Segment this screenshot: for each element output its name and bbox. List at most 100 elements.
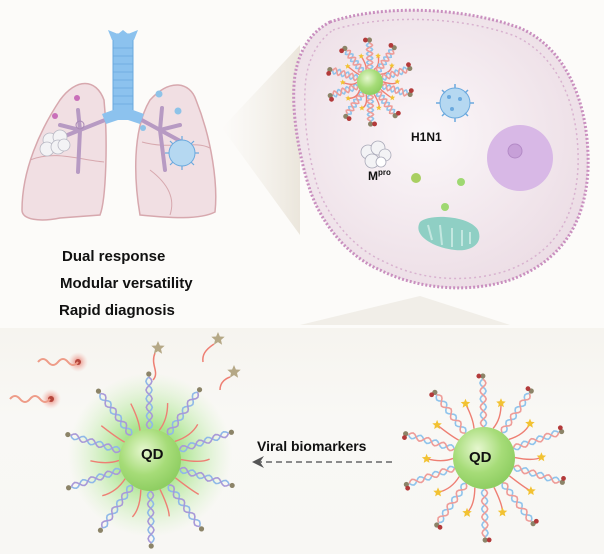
signal-strand (508, 423, 531, 441)
dna-strand (145, 376, 154, 430)
dna-strand (366, 94, 375, 122)
signal-strand (436, 424, 460, 441)
quencher-bead (482, 537, 488, 543)
star-icon (526, 486, 536, 496)
zoom-beam-bottom (300, 296, 510, 325)
free-strand (152, 352, 157, 381)
star-icon (432, 419, 442, 429)
star-icon (358, 53, 365, 59)
free-strand (202, 343, 215, 363)
quencher-bead (327, 92, 333, 99)
star-icon (536, 452, 547, 462)
star-icon (496, 398, 506, 408)
quencher-bead-red (408, 88, 414, 93)
zoom-beam (222, 45, 300, 235)
quencher-bead (198, 526, 205, 532)
dna-strand (365, 42, 374, 70)
star-icon (497, 507, 508, 517)
arrow-head-icon (252, 456, 264, 468)
dna-strand (332, 67, 359, 82)
quencher-bead-red (326, 71, 332, 76)
dna-strand (179, 466, 230, 487)
star-icon (394, 78, 401, 84)
quencher-bead (95, 388, 102, 394)
left-lung (21, 82, 107, 221)
quencher-bead (403, 481, 409, 488)
dna-strand (166, 392, 200, 435)
qd-label-right: QD (469, 449, 492, 466)
signal-strand (174, 477, 200, 495)
h1n1-label: H1N1 (411, 130, 442, 144)
mitochondrion (418, 216, 480, 251)
star-icon (389, 94, 396, 101)
quencher-bead-red (388, 42, 394, 48)
signal-strand (466, 487, 476, 514)
quencher-bead-red (395, 110, 401, 116)
qd-probe-cell (326, 37, 414, 127)
star-icon (375, 52, 381, 59)
small-viruses-lung (140, 90, 182, 131)
quencher-bead (229, 482, 235, 489)
star-icon (151, 341, 165, 354)
virus-lung (165, 136, 199, 170)
quantum-dot (453, 427, 515, 489)
quencher-bead (559, 479, 565, 485)
quencher-bead (228, 429, 235, 435)
signal-strand (180, 458, 210, 463)
star-icon (421, 453, 432, 463)
quencher-bead (407, 65, 413, 72)
dna-strand (70, 469, 122, 488)
dna-strand (345, 92, 365, 115)
mpro-label: Mpro (368, 168, 391, 183)
dna-strand (437, 483, 468, 523)
dna-strand (178, 432, 230, 451)
star-icon (462, 507, 472, 517)
quantum-dot (119, 429, 181, 491)
signal-strand (464, 403, 475, 429)
dna-strand (381, 82, 408, 97)
nucleolus (507, 143, 523, 159)
cell-illustration (292, 8, 590, 290)
dna-strand (146, 490, 155, 544)
nucleus (487, 125, 553, 191)
quencher-bead (366, 37, 373, 43)
quencher-bead-red (405, 485, 411, 491)
dna-strand (377, 91, 394, 115)
signal-strand (131, 489, 142, 518)
signal-strand (342, 81, 358, 85)
star-icon (525, 418, 535, 428)
quencher-bead (367, 121, 374, 127)
lungs-illustration (21, 30, 217, 221)
signal-strand (493, 487, 504, 513)
quencher-bead (65, 485, 72, 491)
quencher-bead (65, 431, 71, 438)
star-icon (211, 332, 225, 345)
dna-strand (100, 392, 132, 436)
star-icon (460, 398, 471, 408)
quencher-bead (196, 387, 203, 393)
signal-strand (437, 476, 460, 494)
mpro-sup: pro (378, 168, 391, 177)
dna-strand (70, 433, 121, 454)
star-icon (339, 79, 346, 85)
protease-cluster-lung (39, 129, 71, 157)
signal-strand (492, 403, 502, 429)
signal-strand (102, 478, 126, 497)
star-icon (433, 487, 443, 497)
free-strand (219, 376, 231, 391)
quencher-bead (403, 431, 409, 437)
mpro-main: M (368, 169, 378, 183)
dna-strand (479, 378, 488, 428)
signal-strand (158, 403, 169, 431)
dna-strand (375, 49, 395, 72)
signal-strand (130, 403, 141, 431)
biomarker-arrow[interactable] (252, 456, 392, 468)
signal-strand (90, 459, 120, 464)
qd-label-left: QD (141, 446, 164, 463)
dna-strand (346, 49, 363, 73)
dna-strand (332, 84, 359, 97)
quencher-bead-red (525, 386, 531, 392)
qd-probe-activated (65, 371, 235, 549)
signal-strand (174, 423, 199, 443)
